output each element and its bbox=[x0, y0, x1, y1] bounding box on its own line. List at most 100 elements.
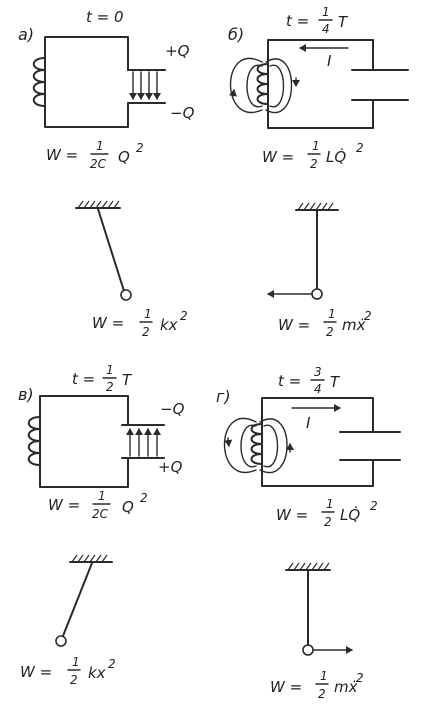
formula-w: W = bbox=[92, 314, 124, 332]
formula-variable: kx bbox=[160, 316, 178, 334]
panel-b-time-num: 1 bbox=[322, 5, 330, 19]
formula-power: 2 bbox=[356, 141, 364, 155]
panel-v-charge-bottom: +Q bbox=[158, 458, 183, 476]
formula-numerator: 1 bbox=[144, 307, 152, 321]
panel-g-time-T: T bbox=[330, 373, 341, 391]
panel-v-time-prefix: t = bbox=[72, 370, 95, 388]
panel-v-field-arrows bbox=[126, 428, 161, 457]
formula-w: W = bbox=[276, 506, 308, 524]
formula-w: W = bbox=[46, 146, 78, 164]
panel-a-letter: а) bbox=[18, 25, 34, 44]
panel-a-charge-bottom: −Q bbox=[170, 104, 195, 122]
formula-w: W = bbox=[262, 148, 294, 166]
formula-power: 2 bbox=[370, 499, 378, 513]
panel-g-current-label: I bbox=[306, 414, 311, 432]
formula-w: W = bbox=[48, 496, 80, 514]
panel-b-magnetic-field bbox=[229, 57, 300, 114]
formula-numerator: 1 bbox=[72, 655, 80, 669]
pendulum-2-hatching bbox=[297, 202, 334, 211]
panel-v-wire bbox=[39, 395, 129, 488]
panel-g-inductor-coil bbox=[250, 423, 263, 465]
pendulum-2: W = 1 2 mẋ 2 bbox=[267, 202, 372, 339]
formula-w: W = bbox=[20, 663, 52, 681]
panel-b-current-label: I bbox=[327, 52, 332, 70]
panel-v-charge-top: −Q bbox=[160, 400, 185, 418]
pendulum-3-energy-formula: W = 1 2 kx 2 bbox=[20, 655, 116, 687]
formula-numerator: 1 bbox=[96, 139, 104, 153]
panel-a-inductor-coil bbox=[32, 57, 46, 107]
pendulum-1-rod bbox=[97, 208, 125, 292]
panel-b-time-prefix: t = bbox=[286, 12, 309, 30]
pendulum-4-energy-formula: W = 1 2 mẋ 2 bbox=[270, 669, 364, 701]
panel-b-energy-formula: W = 1 2 LQ̇ 2 bbox=[262, 139, 364, 171]
panel-g-time-den: 4 bbox=[314, 382, 322, 396]
formula-variable: Q bbox=[118, 148, 130, 166]
panel-v-letter: в) bbox=[18, 385, 34, 404]
formula-power: 2 bbox=[136, 141, 144, 155]
panel-b: б) t = 1 4 T I W = 1 2 LQ̇ bbox=[228, 5, 409, 171]
panel-g-wire bbox=[261, 397, 374, 487]
formula-denominator: 2 bbox=[318, 687, 326, 701]
pendulum-1: W = 1 2 kx 2 bbox=[75, 200, 188, 339]
formula-power: 2 bbox=[180, 309, 188, 323]
panel-a-charge-top: +Q bbox=[165, 42, 190, 60]
formula-numerator: 1 bbox=[320, 669, 328, 683]
pendulum-2-bob bbox=[311, 288, 323, 300]
pendulum-2-energy-formula: W = 1 2 mẋ 2 bbox=[278, 307, 372, 339]
formula-denominator: 2C bbox=[92, 507, 109, 521]
pendulum-4-hatching bbox=[287, 562, 330, 571]
formula-power: 2 bbox=[108, 657, 116, 671]
panel-g-energy-formula: W = 1 2 LQ̇ 2 bbox=[276, 497, 378, 529]
formula-denominator: 2 bbox=[324, 515, 332, 529]
formula-denominator: 2 bbox=[326, 325, 334, 339]
formula-w: W = bbox=[278, 316, 310, 334]
panel-v-energy-formula: W = 1 2C Q 2 bbox=[48, 489, 148, 521]
formula-numerator: 1 bbox=[98, 489, 106, 503]
panel-v: в) t = 1 2 T −Q +Q W = 1 2C Q 2 bbox=[18, 363, 185, 521]
formula-numerator: 1 bbox=[326, 497, 334, 511]
formula-variable: Q bbox=[122, 498, 134, 516]
pendulum-3-hatching bbox=[71, 554, 108, 563]
formula-variable: LQ̇ bbox=[326, 147, 346, 166]
panel-v-time-den: 2 bbox=[106, 380, 114, 394]
formula-variable: mẋ bbox=[334, 678, 358, 696]
panel-a: а) t = 0 +Q −Q W = 1 2C Q 2 bbox=[18, 8, 195, 171]
formula-power: 2 bbox=[364, 309, 372, 323]
pendulum-3-rod bbox=[62, 562, 93, 637]
panel-b-time-T: T bbox=[338, 13, 349, 31]
formula-denominator: 2 bbox=[70, 673, 78, 687]
panel-v-time-T: T bbox=[122, 371, 133, 389]
panel-a-field-arrows bbox=[129, 71, 161, 100]
panel-v-inductor-coil bbox=[27, 416, 41, 466]
panel-a-time: t = 0 bbox=[86, 8, 124, 26]
formula-variable: LQ̇ bbox=[340, 505, 360, 524]
formula-variable: mẋ bbox=[342, 316, 366, 334]
formula-denominator: 2 bbox=[310, 157, 318, 171]
panel-b-inductor-coil bbox=[256, 63, 269, 105]
pendulum-4-bob bbox=[302, 644, 314, 656]
panel-a-wire bbox=[44, 36, 129, 128]
pendulum-3: W = 1 2 kx 2 bbox=[20, 554, 116, 687]
panel-g-time-prefix: t = bbox=[278, 372, 301, 390]
panel-g: г) t = 3 4 T I W = 1 2 LQ̇ 2 bbox=[216, 365, 401, 529]
formula-variable: kx bbox=[88, 664, 106, 682]
pendulum-3-bob bbox=[55, 635, 67, 647]
panel-g-letter: г) bbox=[216, 387, 231, 406]
formula-power: 2 bbox=[356, 671, 364, 685]
pendulum-4: W = 1 2 mẋ 2 bbox=[270, 562, 364, 701]
formula-power: 2 bbox=[140, 491, 148, 505]
panel-a-energy-formula: W = 1 2C Q 2 bbox=[46, 139, 144, 171]
panel-g-time-num: 3 bbox=[314, 365, 322, 379]
pendulum-1-energy-formula: W = 1 2 kx 2 bbox=[92, 307, 188, 339]
pendulum-1-hatching bbox=[77, 200, 120, 209]
pendulum-1-bob bbox=[120, 289, 132, 301]
formula-numerator: 1 bbox=[312, 139, 320, 153]
panel-g-magnetic-field bbox=[223, 417, 294, 474]
panel-b-time-den: 4 bbox=[322, 22, 330, 36]
panel-b-letter: б) bbox=[228, 25, 244, 44]
formula-numerator: 1 bbox=[328, 307, 336, 321]
panel-v-time-num: 1 bbox=[106, 363, 114, 377]
formula-denominator: 2C bbox=[90, 157, 107, 171]
formula-denominator: 2 bbox=[142, 325, 150, 339]
